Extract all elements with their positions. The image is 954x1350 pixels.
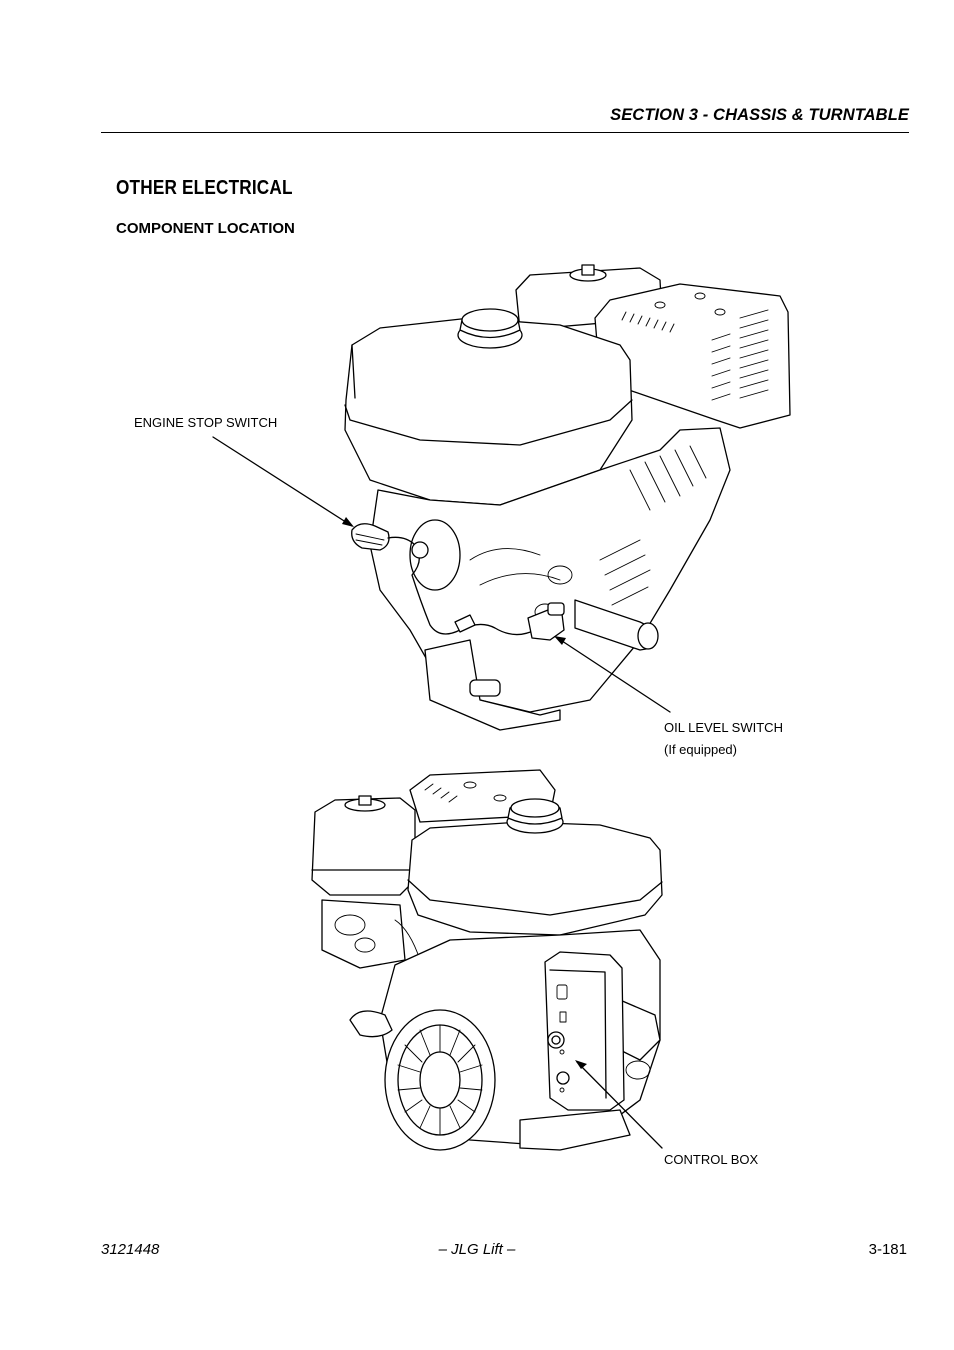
subsection-heading: COMPONENT LOCATION (116, 220, 295, 237)
callout-control-box: CONTROL BOX (664, 1152, 759, 1167)
lower-engine-drawing (311, 769, 663, 1151)
publisher: – JLG Lift – (438, 1241, 516, 1258)
header-divider (101, 132, 909, 133)
callout-oil-level-switch: OIL LEVEL SWITCH (664, 720, 783, 735)
section-title: SECTION 3 - CHASSIS & TURNTABLE (610, 106, 909, 124)
section-heading: OTHER ELECTRICAL (116, 177, 293, 199)
page-number: 3-181 (868, 1241, 907, 1258)
callout-oil-level-note: (If equipped) (664, 742, 737, 757)
doc-number: 3121448 (101, 1241, 160, 1258)
callout-engine-stop-switch: ENGINE STOP SWITCH (134, 415, 278, 430)
upper-engine-drawing (212, 264, 791, 731)
